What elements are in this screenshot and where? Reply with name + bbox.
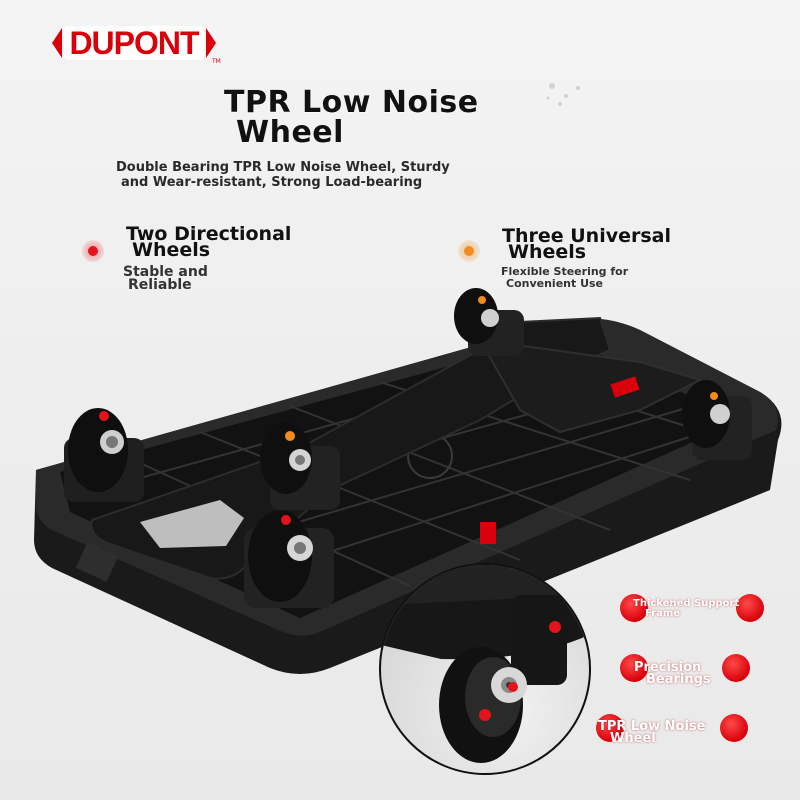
callout-thickened-support: Thickened Support Frame: [633, 599, 739, 619]
callout-precision-bearings: Precision Bearings: [634, 660, 711, 687]
orange-dot-icon: [458, 240, 480, 262]
feature-desc-line1: Flexible Steering for: [501, 265, 629, 278]
feature-title-line1: Three Universal: [502, 225, 671, 247]
callout-line2: Frame: [645, 608, 681, 619]
feature-desc-line1: Stable and: [123, 264, 208, 280]
callout-badge-left-1: [620, 594, 648, 622]
callout-tpr-low-noise: TPR Low Noise Wheel: [598, 719, 706, 746]
feature-title-line1: Two Directional: [126, 223, 292, 245]
headline-line2: Wheel: [236, 115, 344, 150]
subheadline: Double Bearing TPR Low Noise Wheel, Stur…: [116, 160, 450, 190]
wheel-detail-zoom: [379, 563, 591, 775]
callout-badge-left-2: [620, 654, 648, 682]
callout-line1: Thickened Support: [633, 598, 740, 609]
callout-line1: Precision: [634, 660, 702, 675]
feature-desc-line2: Convenient Use: [506, 277, 604, 290]
callout-badge-left-3: [596, 714, 624, 742]
headline: TPR Low Noise Wheel: [224, 88, 479, 148]
callout-badge-right-1: [736, 594, 764, 622]
wheel-rear-right: [682, 380, 752, 460]
wheel-front-middle: [260, 422, 340, 510]
feature-three-universal-desc: Flexible Steering for Convenient Use: [501, 266, 628, 290]
callout-line1: TPR Low Noise: [598, 719, 706, 734]
folding-handle: [90, 316, 703, 580]
callout-line2: Bearings: [646, 672, 711, 687]
trademark-mark: TM: [211, 58, 221, 65]
headline-line1: TPR Low Noise: [224, 85, 479, 120]
wheel-front-right: [244, 510, 334, 608]
dupont-logo: DUPONT TM: [44, 14, 224, 72]
subheadline-line1: Double Bearing TPR Low Noise Wheel, Stur…: [116, 160, 450, 175]
feature-title-line2: Wheels: [132, 239, 211, 261]
feature-desc-line2: Reliable: [128, 277, 192, 293]
feature-three-universal-title: Three Universal Wheels: [502, 225, 671, 263]
subheadline-line2: and Wear-resistant, Strong Load-bearing: [121, 175, 423, 190]
logo-text: DUPONT: [69, 25, 200, 61]
callout-badge-right-2: [722, 654, 750, 682]
feature-two-directional-title: Two Directional Wheels: [126, 223, 292, 261]
callout-line2: Wheel: [610, 731, 656, 746]
wheel-rear-left: [454, 288, 524, 356]
feature-two-directional-desc: Stable and Reliable: [123, 264, 208, 293]
feature-title-line2: Wheels: [508, 241, 587, 263]
callout-badge-right-3: [720, 714, 748, 742]
wheel-front-left: [64, 408, 144, 502]
red-dot-icon: [82, 240, 104, 262]
